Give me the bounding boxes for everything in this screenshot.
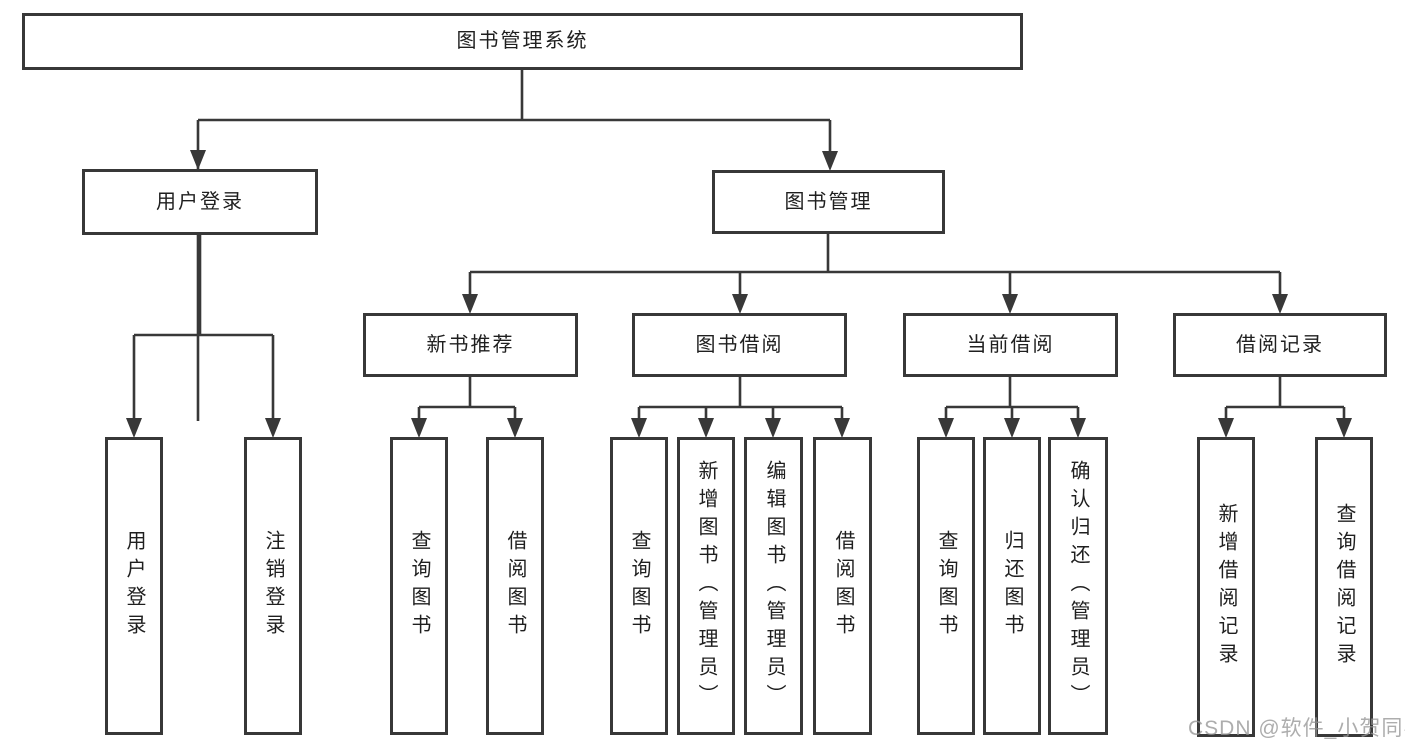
leaf-add-borrow-record: 新增借阅记录 — [1197, 437, 1255, 737]
node-book-borrow: 图书借阅 — [632, 313, 847, 377]
leaf-add-book-admin: 新增图书（管理员） — [677, 437, 735, 735]
leaf-query-books-borrow: 查询图书 — [610, 437, 668, 735]
leaf-logout-login: 注销登录 — [244, 437, 302, 735]
leaf-query-books-current: 查询图书 — [917, 437, 975, 735]
leaf-confirm-return-admin: 确认归还（管理员） — [1048, 437, 1108, 735]
node-book-management: 图书管理 — [712, 170, 945, 234]
watermark: CSDN @软件_小贺同学 — [1188, 717, 1405, 740]
leaf-query-borrow-record: 查询借阅记录 — [1315, 437, 1373, 737]
node-current-borrow: 当前借阅 — [903, 313, 1118, 377]
node-new-book-recommend: 新书推荐 — [363, 313, 578, 377]
leaf-user-login: 用户登录 — [105, 437, 163, 735]
leaf-borrow-books: 借阅图书 — [813, 437, 872, 735]
leaf-edit-book-admin: 编辑图书（管理员） — [744, 437, 803, 735]
leaf-return-books: 归还图书 — [983, 437, 1041, 735]
node-borrow-records: 借阅记录 — [1173, 313, 1387, 377]
node-root: 图书管理系统 — [22, 13, 1023, 70]
node-user-login: 用户登录 — [82, 169, 318, 235]
leaf-query-books-recommend: 查询图书 — [390, 437, 448, 735]
leaf-borrow-books-recommend: 借阅图书 — [486, 437, 544, 735]
